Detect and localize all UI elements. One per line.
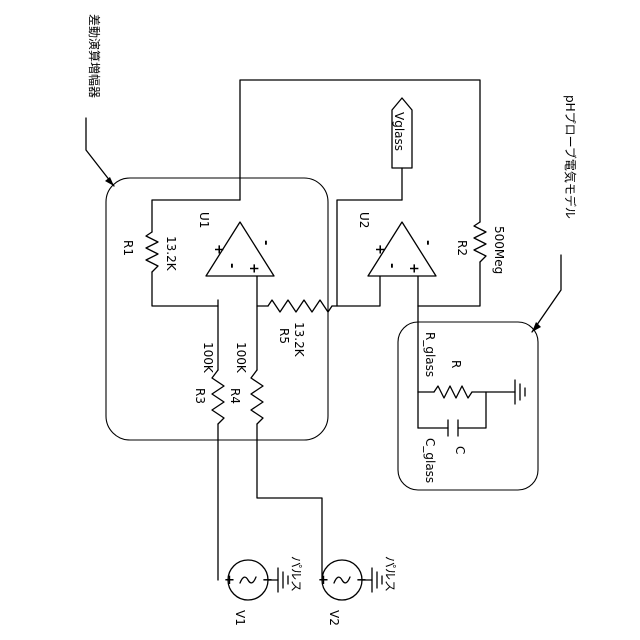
diff-amp-title: 差動演算増幅器 bbox=[87, 14, 102, 98]
v2-value: パルス bbox=[383, 556, 397, 592]
v1-value: パルス bbox=[289, 556, 303, 592]
wires bbox=[152, 80, 515, 580]
r5-ref: R5 bbox=[277, 328, 291, 344]
resistor-r4 bbox=[251, 370, 263, 424]
diff-amp-leader bbox=[86, 118, 114, 186]
v2-ref: V2 bbox=[327, 610, 341, 626]
r3-ref: R3 bbox=[193, 388, 207, 404]
r5-value: 13.2K bbox=[292, 322, 306, 358]
ph-probe-group-box bbox=[398, 322, 538, 490]
v2-minus: − bbox=[356, 573, 367, 588]
v2-plus: + bbox=[318, 573, 329, 588]
u2-plus-top: + bbox=[372, 244, 387, 255]
r-glass-ref: R_glass bbox=[423, 332, 437, 377]
resistor-r2 bbox=[474, 222, 486, 262]
resistor-r5 bbox=[268, 300, 332, 312]
vglass-net-text: Vglass bbox=[392, 112, 406, 151]
v1-ref: V1 bbox=[233, 610, 247, 626]
u2-minus-top: - bbox=[420, 240, 435, 245]
u2-ref: U2 bbox=[357, 212, 371, 228]
resistor-r-glass bbox=[434, 386, 472, 398]
c-glass-value: C bbox=[453, 446, 467, 454]
r4-value: 100K bbox=[234, 342, 248, 374]
ground-v1 bbox=[278, 568, 288, 592]
r1-value: 13.2K bbox=[164, 236, 178, 272]
u1-minus-top: - bbox=[258, 240, 273, 245]
r4-ref: R4 bbox=[228, 388, 242, 404]
r2-value: 500Meg bbox=[492, 226, 506, 274]
ground-probe bbox=[515, 380, 525, 404]
u1-minus-bottom: - bbox=[224, 263, 239, 268]
probe-leader bbox=[532, 255, 561, 332]
v1-minus: − bbox=[262, 573, 273, 588]
c-glass-ref: C_glass bbox=[423, 438, 437, 483]
u1-plus-bottom: + bbox=[246, 263, 261, 274]
v1-plus: + bbox=[224, 573, 235, 588]
u1-plus-top: + bbox=[211, 244, 226, 255]
r-glass-value: R bbox=[449, 360, 463, 368]
resistor-r1 bbox=[146, 232, 158, 272]
ground-v2 bbox=[372, 568, 382, 592]
r2-ref: R2 bbox=[455, 240, 469, 256]
u1-ref: U1 bbox=[197, 212, 211, 228]
probe-leader-arrowhead bbox=[532, 322, 541, 332]
u2-minus-bottom: - bbox=[384, 263, 399, 268]
r3-value: 100K bbox=[201, 342, 215, 374]
u2-plus-bottom: + bbox=[406, 263, 421, 274]
r1-ref: R1 bbox=[121, 240, 135, 256]
diff-amp-leader-arrowhead bbox=[105, 177, 114, 186]
capacitor-c-glass bbox=[448, 420, 458, 436]
probe-title: pHプローブ電気モデル bbox=[563, 95, 578, 219]
resistor-r3 bbox=[212, 370, 224, 424]
